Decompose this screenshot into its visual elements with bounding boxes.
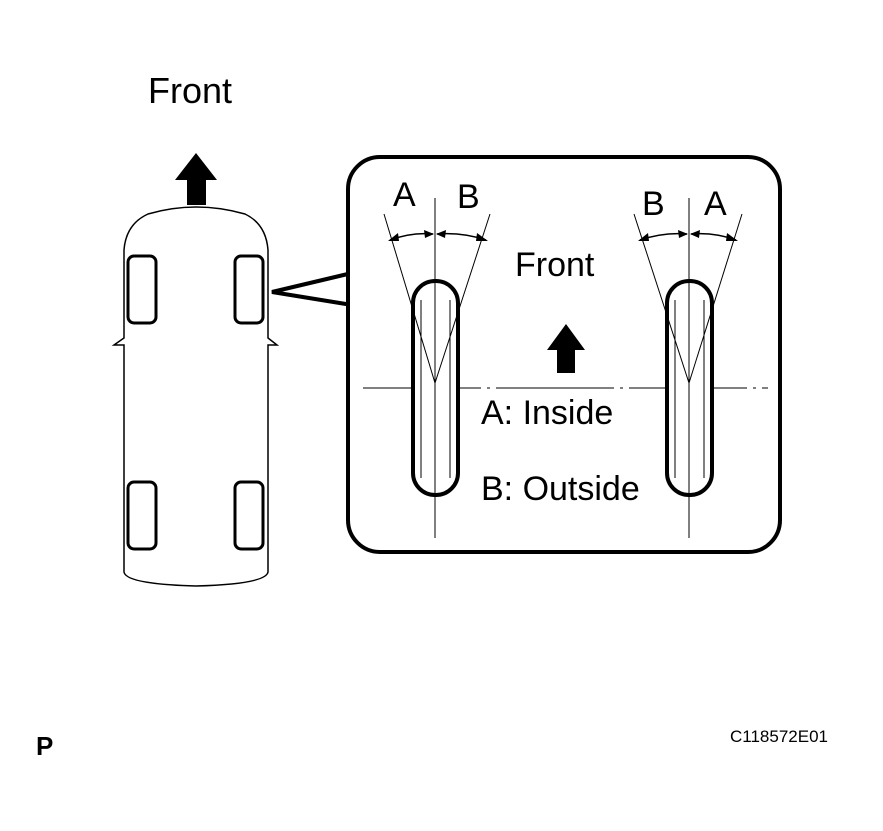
car-wheel-front-left bbox=[126, 254, 158, 325]
legend-outside-label: B: Outside bbox=[481, 470, 640, 508]
right-tire-a-label: A bbox=[704, 185, 727, 223]
front-arrow-icon bbox=[175, 153, 217, 205]
legend-inside-label: A: Inside bbox=[481, 394, 614, 432]
left-tire-a-label: A bbox=[393, 176, 416, 214]
arrowhead-icon bbox=[726, 233, 738, 241]
arrowhead-icon bbox=[388, 233, 399, 241]
corner-code-label: P bbox=[36, 731, 54, 761]
arrowhead-icon bbox=[476, 233, 488, 241]
left-tire bbox=[383, 198, 491, 538]
car-wheel-rear-right bbox=[233, 480, 265, 551]
figure-id-label: C118572E01 bbox=[730, 727, 828, 746]
right-tire-b-label: B bbox=[642, 185, 665, 223]
left-tire-b-label: B bbox=[457, 178, 480, 216]
arrowhead-icon bbox=[678, 230, 688, 238]
front-arrow-icon bbox=[547, 324, 585, 373]
callout-pointer bbox=[271, 270, 354, 308]
car-wheel-front-right bbox=[233, 254, 265, 325]
arrowhead-icon bbox=[690, 230, 700, 238]
inset-front-label: Front bbox=[515, 246, 595, 284]
car-wheel-rear-left bbox=[126, 480, 158, 551]
right-tire bbox=[633, 198, 743, 538]
arrowhead-icon bbox=[638, 233, 649, 241]
arrowhead-icon bbox=[436, 230, 446, 238]
front-label: Front bbox=[148, 70, 233, 111]
arrowhead-icon bbox=[424, 230, 434, 238]
